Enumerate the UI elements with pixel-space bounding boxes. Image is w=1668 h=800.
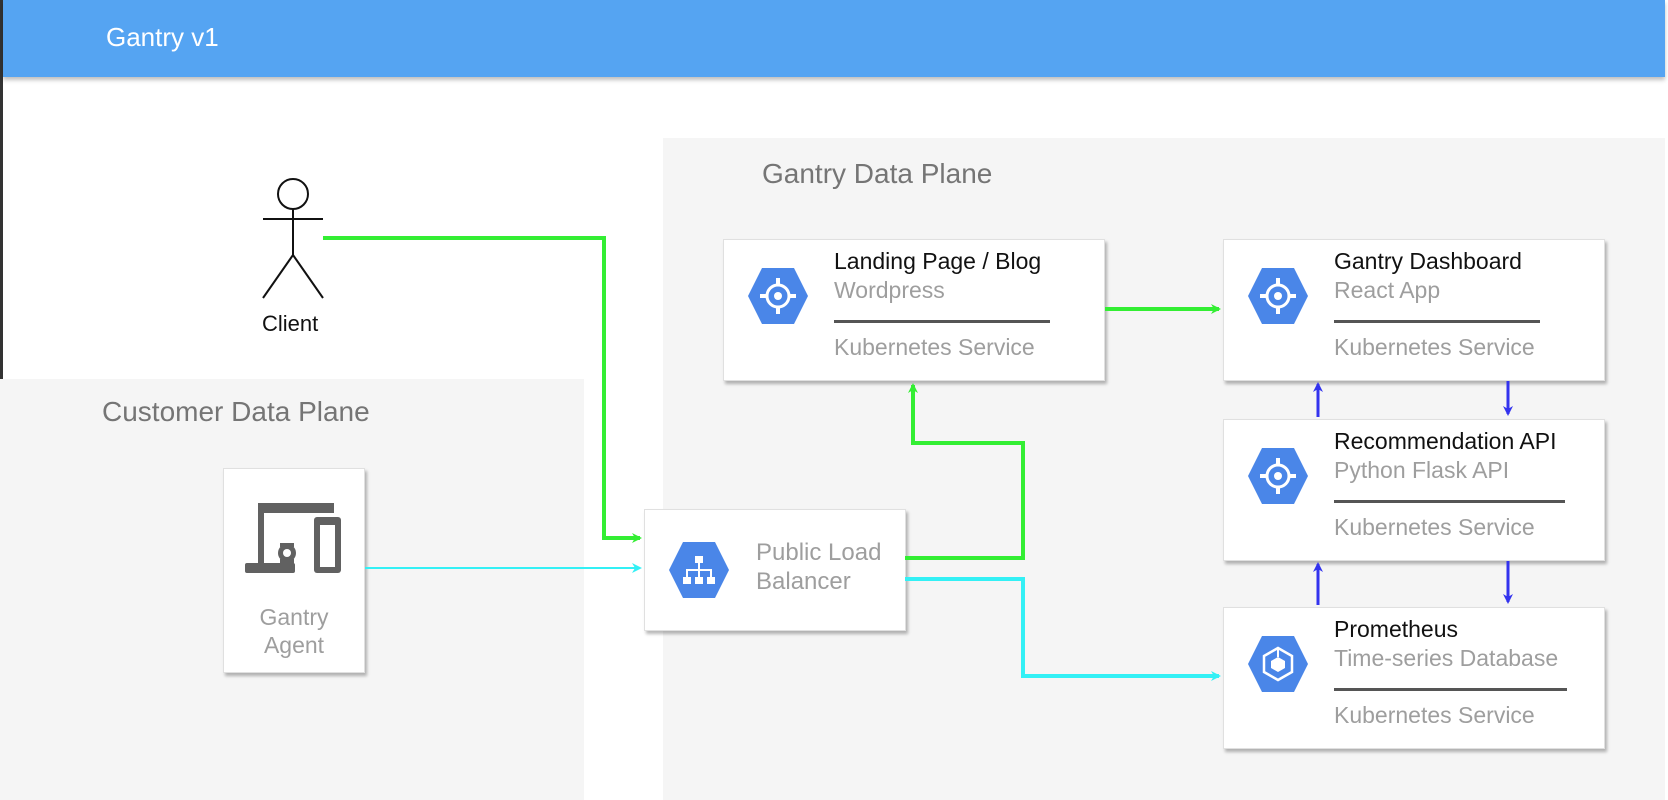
landing-page-service-card[interactable]: Landing Page / Blog Wordpress Kubernetes… bbox=[723, 239, 1105, 381]
landing-title: Landing Page / Blog bbox=[834, 248, 1042, 274]
prometheus-footer: Kubernetes Service bbox=[1334, 702, 1535, 728]
recommendation-title: Recommendation API bbox=[1334, 428, 1557, 454]
load-balancer-to-prometheus-arrow bbox=[905, 577, 1221, 681]
prometheus-divider bbox=[1334, 688, 1567, 691]
recommendation-divider bbox=[1334, 500, 1565, 503]
page-title: Gantry v1 bbox=[106, 22, 219, 52]
customer-zone-title: Customer Data Plane bbox=[102, 396, 370, 427]
dashboard-footer: Kubernetes Service bbox=[1334, 334, 1535, 360]
gantry-dashboard-service-card[interactable]: Gantry Dashboard React App Kubernetes Se… bbox=[1223, 239, 1605, 381]
recommendation-footer: Kubernetes Service bbox=[1334, 514, 1535, 540]
public-load-balancer-node[interactable]: Public Load Balancer bbox=[644, 509, 906, 631]
prometheus-service-card[interactable]: Prometheus Time-series Database Kubernet… bbox=[1223, 607, 1605, 749]
load-balancer-label: Public Load Balancer bbox=[756, 539, 882, 595]
dashboard-divider bbox=[1334, 320, 1540, 323]
dashboard-subtitle: React App bbox=[1334, 277, 1441, 303]
prometheus-subtitle: Time-series Database bbox=[1334, 645, 1559, 671]
database-cube-icon bbox=[1248, 636, 1308, 692]
landing-subtitle: Wordpress bbox=[834, 277, 945, 303]
gantry-agent-node[interactable]: Gantry Agent bbox=[223, 468, 365, 673]
kubernetes-engine-icon bbox=[1248, 448, 1308, 504]
load-balancer-to-landing-arrow bbox=[905, 383, 1025, 560]
kubernetes-engine-icon bbox=[748, 268, 808, 324]
load-balancer-icon bbox=[669, 542, 729, 598]
header-bar: Gantry v1 bbox=[3, 0, 1665, 77]
recommendation-subtitle: Python Flask API bbox=[1334, 457, 1510, 483]
client-to-load-balancer-arrow bbox=[323, 236, 642, 543]
kubernetes-engine-icon bbox=[1248, 268, 1308, 324]
devices-icon bbox=[245, 503, 341, 573]
prometheus-title: Prometheus bbox=[1334, 616, 1459, 642]
client-label: Client bbox=[262, 311, 319, 336]
gantry-agent-label: Gantry Agent bbox=[259, 604, 329, 658]
dashboard-title: Gantry Dashboard bbox=[1334, 248, 1522, 274]
landing-divider bbox=[834, 320, 1050, 323]
recommendation-api-service-card[interactable]: Recommendation API Python Flask API Kube… bbox=[1223, 419, 1605, 561]
landing-footer: Kubernetes Service bbox=[834, 334, 1035, 360]
gantry-zone-title: Gantry Data Plane bbox=[762, 158, 993, 189]
